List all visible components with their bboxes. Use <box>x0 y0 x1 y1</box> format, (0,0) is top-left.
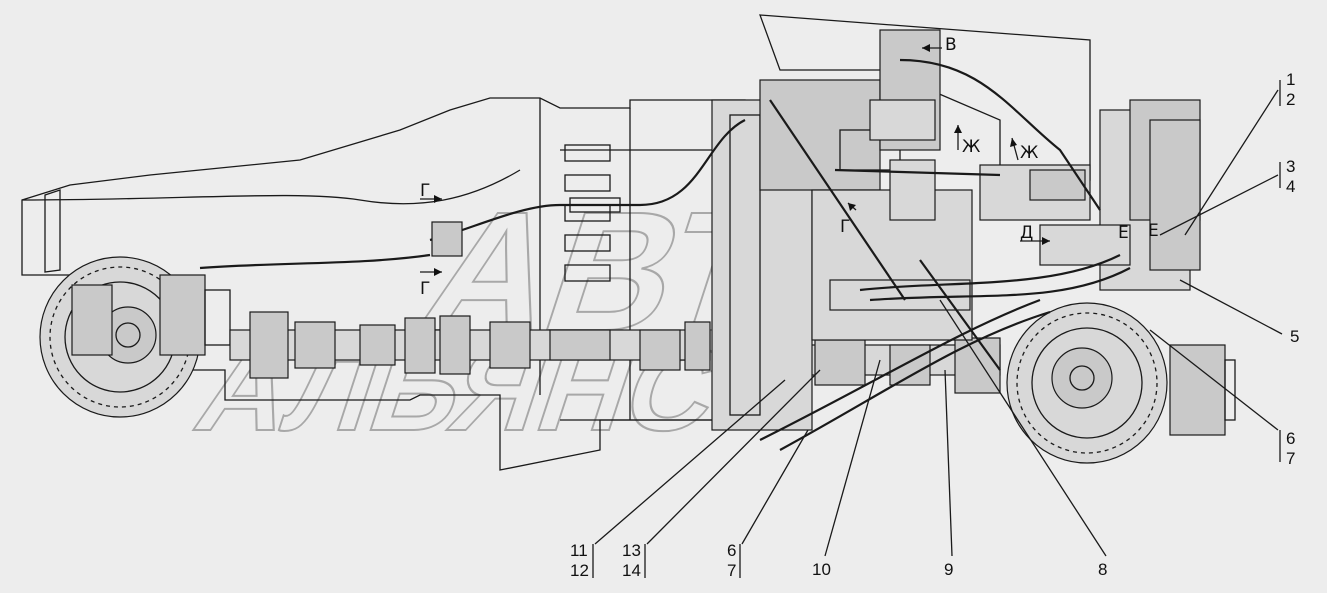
callout-12: 12 <box>570 561 589 580</box>
callout-6-bottom: 6 <box>727 541 736 560</box>
section-mark-d: Д <box>1020 223 1033 243</box>
callout-11: 11 <box>570 541 588 560</box>
section-marks: В Ж Ж Г Г Г Д Е Е <box>420 35 1159 299</box>
section-mark-zh-1: Ж <box>962 137 980 157</box>
hydraulic-lines <box>199 58 1131 451</box>
callout-6-right: 6 <box>1286 429 1295 448</box>
cardan-shaft <box>229 311 1001 394</box>
callout-7-right: 7 <box>1286 449 1295 468</box>
callout-7-bottom: 7 <box>727 561 736 580</box>
section-mark-g-mid: Г <box>840 217 850 237</box>
section-mark-g-top: Г <box>420 181 430 201</box>
callout-13: 13 <box>622 541 641 560</box>
callout-10: 10 <box>812 560 831 579</box>
section-mark-e-1: Е <box>1118 223 1129 243</box>
callout-5: 5 <box>1290 327 1299 346</box>
callout-14: 14 <box>622 561 641 580</box>
section-mark-e-2: Е <box>1148 221 1159 241</box>
callout-1: 1 <box>1286 70 1295 89</box>
section-mark-zh-2: Ж <box>1020 143 1038 163</box>
front-wheel-hub <box>1006 302 1236 464</box>
callout-3: 3 <box>1286 157 1295 176</box>
callout-9: 9 <box>944 560 953 579</box>
section-mark-g-bottom: Г <box>420 279 430 299</box>
rear-wheel-hub <box>39 256 231 418</box>
section-mark-v: В <box>945 35 957 55</box>
callouts: 1 2 3 4 5 6 7 8 9 10 11 12 13 14 6 7 <box>570 70 1299 580</box>
leader-lines <box>592 80 1283 578</box>
callout-8: 8 <box>1098 560 1107 579</box>
callout-4: 4 <box>1286 177 1295 196</box>
callout-2: 2 <box>1286 90 1295 109</box>
